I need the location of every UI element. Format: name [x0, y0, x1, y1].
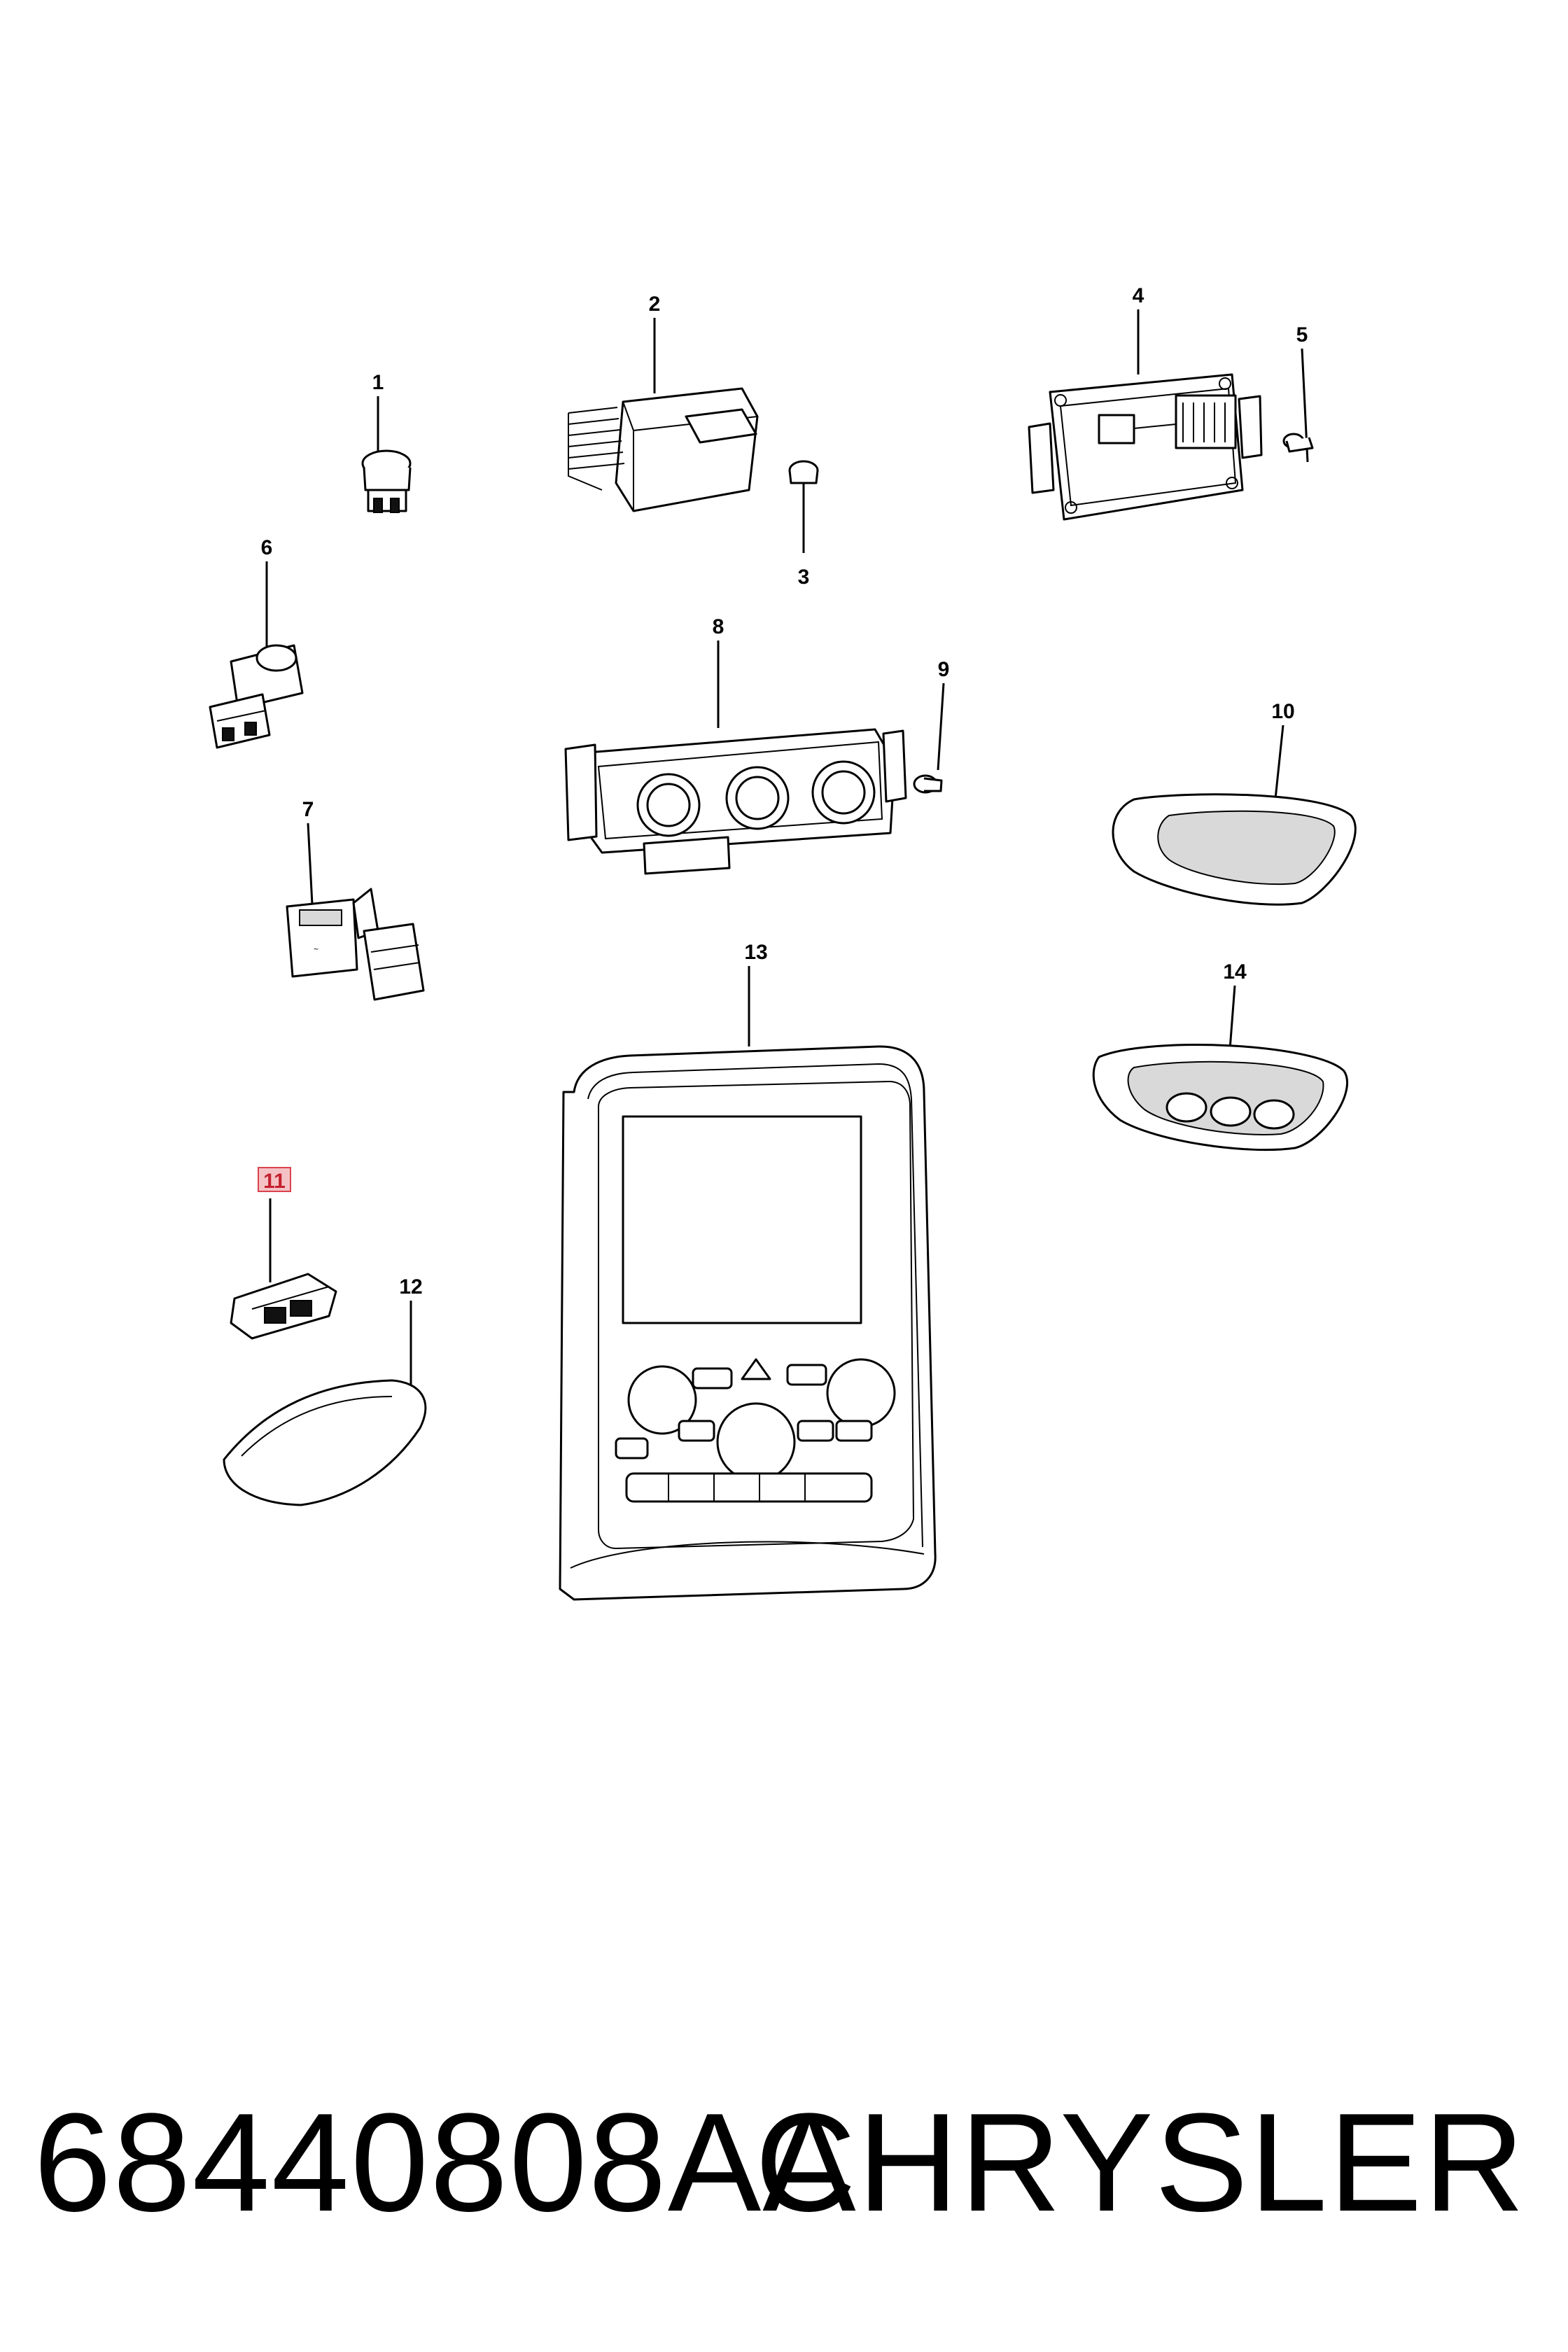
part-2-module: 2 — [568, 293, 759, 512]
part-14-switch-bank: 14 — [1092, 960, 1349, 1152]
part-1-switch: 1 — [361, 371, 412, 513]
part-13-bezel: 13 — [559, 941, 937, 1601]
callout-14: 14 — [1223, 960, 1247, 983]
part-8-climate-control: 8 — [564, 615, 907, 875]
part-6-sensor: 6 — [209, 536, 304, 749]
callout-1: 1 — [372, 371, 384, 394]
callout-3: 3 — [798, 566, 810, 589]
part-12-cover: 12 — [223, 1275, 427, 1506]
part-11-switch: 11 — [230, 1167, 337, 1340]
callout-8: 8 — [713, 615, 724, 638]
part-3-screw: 3 — [788, 460, 819, 589]
leader-7 — [307, 822, 314, 905]
part-number: 68440808AA — [34, 2085, 858, 2241]
footer: 68440808AA CHRYSLER — [0, 2093, 1568, 2233]
callout-10: 10 — [1271, 700, 1294, 723]
svg-text:~: ~ — [314, 944, 318, 954]
callout-6: 6 — [261, 536, 273, 559]
callout-13: 13 — [744, 941, 767, 964]
part-5-clip: 5 — [1282, 323, 1314, 463]
brand-name: CHRYSLER — [755, 2085, 1526, 2241]
callout-11: 11 — [263, 1170, 286, 1193]
part-7-bracket: 7 ~ — [286, 798, 425, 1001]
callout-9: 9 — [938, 658, 950, 681]
callout-2: 2 — [649, 293, 661, 316]
part-10-bezel: 10 — [1112, 700, 1357, 906]
callout-5: 5 — [1296, 323, 1308, 346]
leader-9 — [937, 682, 945, 771]
callout-12: 12 — [399, 1275, 422, 1298]
part-4-module: 4 — [1028, 284, 1263, 521]
part-9-screw: 9 — [913, 658, 950, 794]
callout-4: 4 — [1133, 284, 1144, 307]
callout-7: 7 — [302, 798, 314, 821]
callout-11-highlight — [258, 1167, 291, 1192]
